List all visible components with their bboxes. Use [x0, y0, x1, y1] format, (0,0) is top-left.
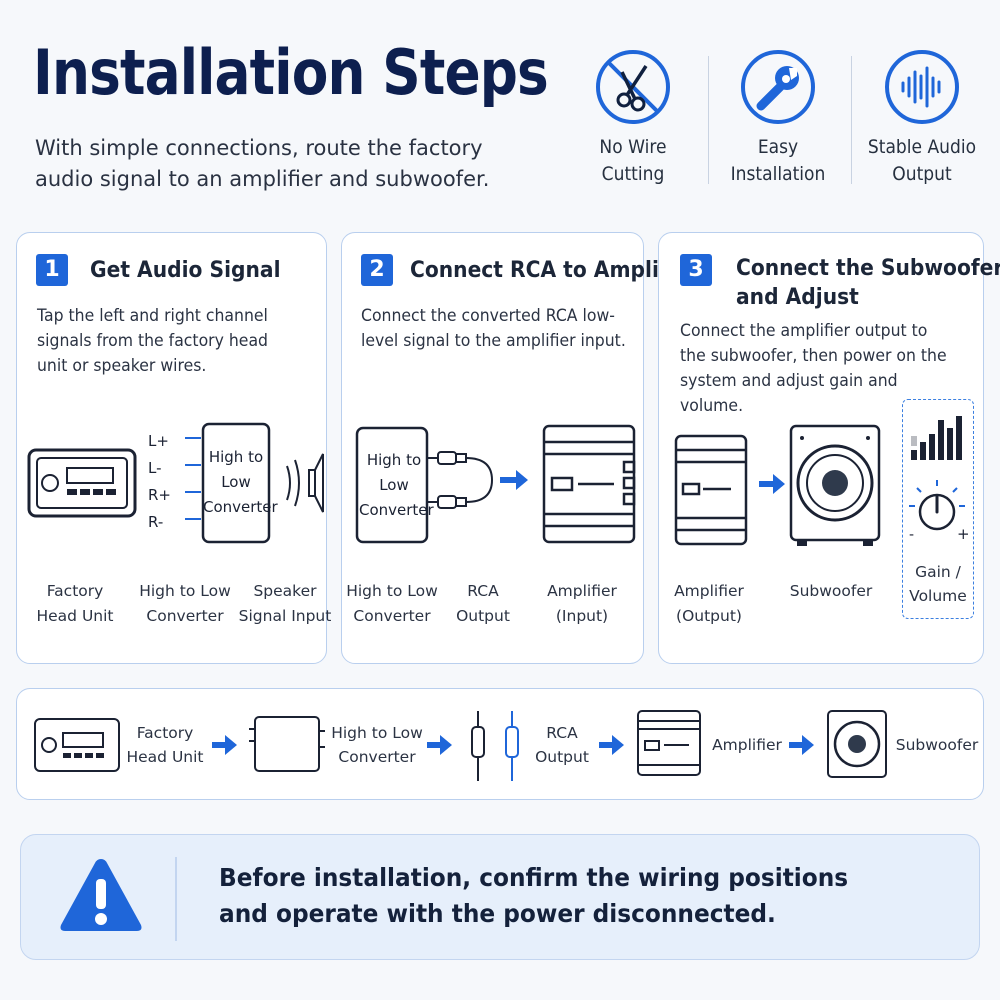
feature-divider: [851, 56, 852, 184]
feature-stable-audio-output: Stable Audio Output: [857, 48, 987, 188]
label-amplifier-output: Amplifier(Output): [674, 582, 744, 625]
rca-icon: [471, 711, 519, 781]
feature-label-no-wire-cutting: No Wire Cutting: [599, 136, 667, 185]
step-card-2: 2 Connect RCA to Amplifier Connect the c…: [341, 232, 698, 664]
speaker-icon: [286, 453, 324, 513]
wire-labels: L+ L- R+ R-: [148, 432, 171, 531]
head-unit-icon: [27, 448, 137, 518]
step-title: Get Audio Signal: [90, 258, 281, 283]
signal-flow-diagram: [34, 710, 887, 781]
amplifier-icon: [674, 434, 748, 546]
amplifier-icon: [637, 710, 701, 776]
step-description: Connect the amplifier output to the subw…: [680, 321, 947, 415]
warning-banner: Before installation, confirm the wiring …: [20, 834, 980, 960]
step-description: Connect the converted RCA low-level sign…: [361, 306, 626, 350]
no-cut-icon: [594, 48, 672, 126]
step-card-1: 1 Get Audio Signal Tap the left and righ…: [16, 232, 331, 664]
subwoofer-icon: [789, 424, 881, 546]
converter-icon: [249, 716, 325, 772]
knob-plus-label: +: [957, 525, 970, 543]
step-title: Connect the Subwoofer and Adjust: [736, 256, 1000, 310]
sound-wave-icon: [883, 48, 961, 126]
step-1-diagram: [27, 422, 324, 544]
knob-minus-label: -: [909, 527, 915, 543]
arrow-icon: [599, 735, 624, 755]
step-number-badge: 3: [680, 254, 712, 286]
feature-easy-installation: Easy Installation: [713, 48, 843, 188]
arrow-icon: [789, 735, 814, 755]
warning-text: Before installation, confirm the wiring …: [219, 863, 849, 928]
label-subwoofer: Subwoofer: [789, 582, 873, 600]
wrench-icon: [739, 48, 817, 126]
arrow-icon: [759, 474, 785, 494]
amplifier-icon: [542, 424, 636, 544]
step-2-diagram: [355, 424, 636, 544]
feature-label-stable-audio-output: Stable Audio Output: [867, 136, 977, 185]
step-card-3: 3 Connect the Subwoofer and Adjust Conne…: [658, 232, 1000, 664]
arrow-icon: [427, 735, 452, 755]
converter-text: High to Low Converter: [203, 448, 278, 516]
step-number-badge: 2: [361, 254, 393, 286]
flow-label-amplifier: Amplifier: [712, 736, 782, 754]
step-title: Connect RCA to Amplifier: [410, 258, 698, 283]
subwoofer-icon: [827, 710, 887, 778]
page-subtitle: With simple connections, route the facto…: [35, 136, 490, 191]
flow-label-subwoofer: Subwoofer: [895, 736, 979, 754]
feature-label-easy-installation: Easy Installation: [730, 136, 826, 185]
label-gain-volume: Gain /Volume: [909, 563, 967, 605]
head-unit-icon: [34, 718, 120, 772]
page-title: Installation Steps: [33, 36, 549, 109]
step-3-diagram: [674, 424, 881, 546]
converter-text: High to Low Converter: [359, 451, 434, 519]
arrow-icon: [500, 470, 528, 490]
warning-icon: [60, 859, 142, 931]
level-meter-icon: [909, 416, 965, 531]
feature-divider: [708, 56, 709, 184]
gain-volume-control[interactable]: - + Gain /Volume: [902, 399, 974, 619]
rca-icon: [427, 451, 494, 509]
feature-no-wire-cutting: No Wire Cutting: [568, 48, 698, 188]
step-description: Tap the left and right channel signals f…: [37, 306, 269, 375]
step-number-badge: 1: [36, 254, 68, 286]
arrow-icon: [212, 735, 237, 755]
label-amplifier-input: Amplifier(Input): [547, 582, 617, 625]
knob-icon: [909, 480, 965, 531]
warning-divider: [175, 857, 177, 941]
